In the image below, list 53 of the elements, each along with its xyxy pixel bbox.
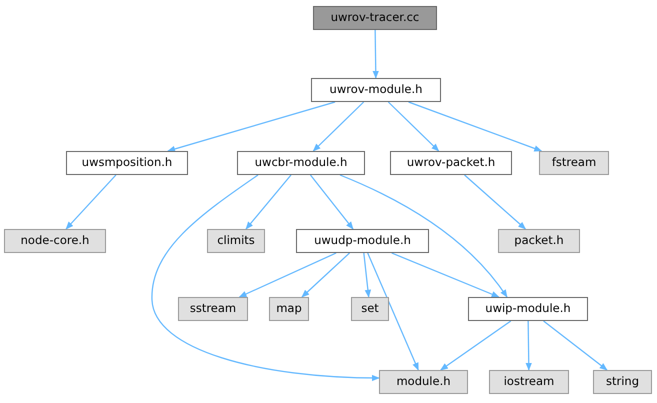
file-name: packet.h: [514, 232, 564, 250]
file-box: [351, 297, 389, 321]
file-name: module.h: [396, 373, 451, 390]
file-name: uwsmposition.h: [82, 154, 172, 172]
file-name: uwrov-module.h: [330, 81, 422, 98]
arrow: [367, 252, 419, 371]
arrow: [440, 320, 512, 370]
file-box: [468, 297, 588, 321]
file-box: [296, 229, 429, 253]
arrow: [363, 252, 372, 298]
arrow: [167, 101, 336, 152]
file-name: map: [276, 300, 302, 318]
arrow: [66, 174, 116, 230]
file-name: climits: [217, 232, 255, 250]
arrow: [408, 101, 542, 152]
file-name: uwrov-packet.h: [406, 154, 496, 172]
arrow: [543, 320, 608, 370]
file-name: uwudp-module.h: [314, 232, 411, 250]
arrow: [312, 102, 364, 152]
file-box: [498, 229, 580, 253]
arrow: [388, 102, 440, 152]
file-name: uwrov-tracer.cc: [330, 9, 420, 26]
arrow: [340, 174, 508, 298]
file-box: [269, 297, 309, 321]
file-box: [390, 151, 512, 175]
arrow: [151, 174, 380, 382]
file-box: [539, 151, 609, 175]
file-box: [66, 151, 188, 175]
file-name: iostream: [504, 373, 554, 390]
file-box: [593, 370, 652, 394]
arrow: [464, 174, 526, 230]
arrow: [372, 30, 379, 79]
file-box: [313, 6, 437, 30]
file-name: sstream: [190, 300, 236, 318]
file-name: fstream: [552, 154, 596, 172]
file-name: set: [361, 300, 379, 318]
arrow: [301, 252, 350, 298]
file-box: [207, 229, 265, 253]
file-box: [178, 297, 248, 321]
file-name: uwcbr-module.h: [254, 154, 348, 172]
arrow: [391, 252, 500, 298]
file-box: [489, 370, 569, 394]
arrow: [526, 321, 532, 371]
file-box: [4, 229, 106, 253]
arrow: [246, 174, 292, 230]
file-name: node-core.h: [20, 232, 90, 250]
file-box: [311, 78, 441, 102]
arrow: [310, 174, 354, 230]
arrow: [238, 252, 336, 298]
file-box: [379, 370, 468, 394]
file-name: string: [606, 373, 639, 390]
file-name: uwip-module.h: [485, 300, 571, 318]
file-box: [237, 151, 365, 175]
